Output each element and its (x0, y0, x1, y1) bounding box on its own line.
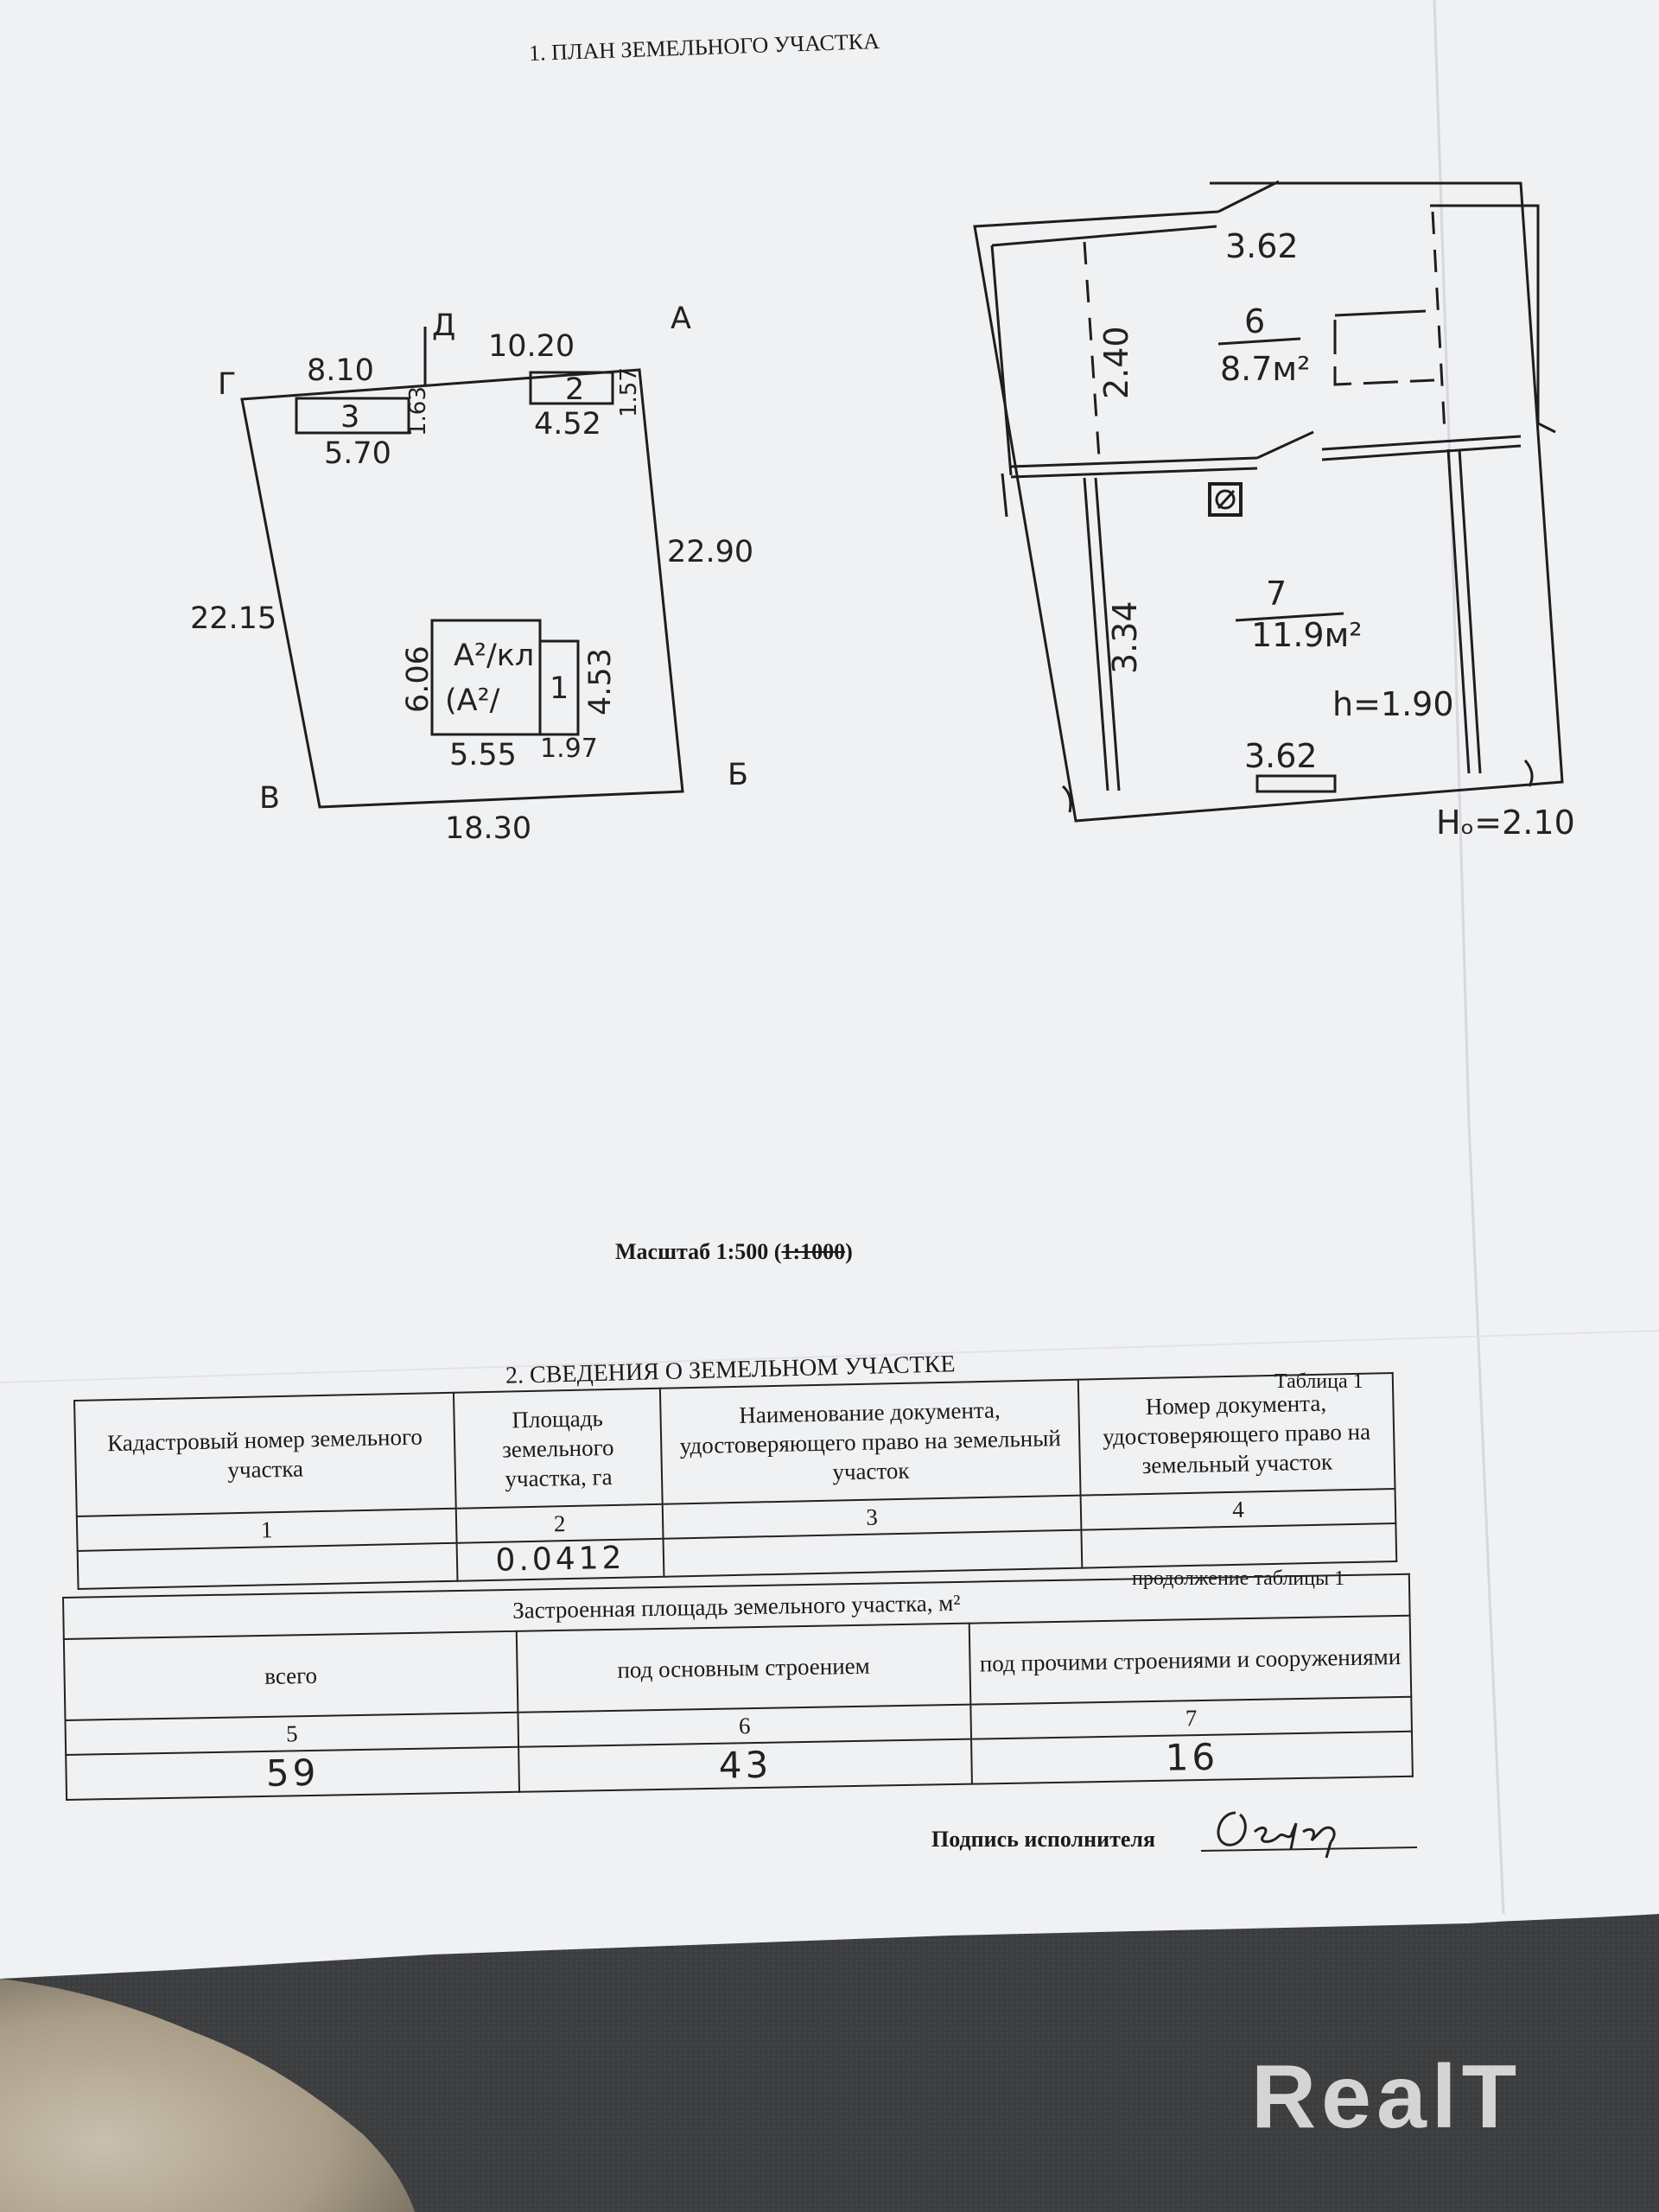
scale-struck: 1:1000 (781, 1239, 846, 1264)
corner-d: Д (432, 308, 455, 343)
building-2-width: 4.52 (534, 407, 601, 442)
header-main-building: под основным строением (516, 1623, 971, 1713)
main-building-label-bottom: (А²/ (445, 683, 500, 718)
building-3-width: 5.70 (324, 436, 391, 471)
scale-label: Масштаб 1:500 (1:1000) (615, 1239, 853, 1265)
scale-suffix: ) (845, 1239, 853, 1264)
room-7-height-dim: 3.34 (1106, 601, 1144, 674)
dim-top-left: 8.10 (307, 353, 374, 388)
corner-g: Г (218, 367, 236, 402)
dim-left: 22.15 (190, 601, 276, 636)
dim-bottom: 18.30 (445, 811, 531, 846)
building-3-height: 1.63 (405, 386, 431, 436)
main-height: 6.06 (401, 645, 435, 713)
room-6-area: 8.7м² (1220, 350, 1310, 388)
document-number-value (1081, 1522, 1397, 1568)
floor-top-width: 3.62 (1225, 227, 1299, 265)
land-info-table: Кадастровый номер земельного участка Пло… (73, 1372, 1397, 1590)
signature-label: Подпись исполнителя (931, 1827, 1156, 1852)
fleece-blanket (0, 1979, 415, 2212)
inner-height: h=1.90 (1332, 685, 1454, 723)
room-6-height-dim: 2.40 (1097, 326, 1135, 399)
building-2 (529, 371, 614, 405)
header-document-number: Номер документа, удостоверяющего право н… (1077, 1373, 1395, 1496)
partition-wall (1010, 435, 1522, 468)
extension-width: 1.97 (540, 734, 598, 764)
extension-height: 4.53 (583, 648, 618, 715)
cadastral-number-value (77, 1542, 458, 1589)
building-2-number: 2 (565, 372, 584, 407)
window (1255, 774, 1337, 793)
main-width: 5.55 (449, 738, 517, 772)
site-plan-labels: Д А Г В Б 8.10 10.20 22.90 22.15 18.30 3… (190, 302, 753, 846)
main-building-label-top: А²/кл (454, 639, 534, 673)
header-area: Площадь земельного участка, га (453, 1388, 663, 1509)
room-7-area: 11.9м² (1251, 616, 1363, 654)
header-total: всего (63, 1630, 518, 1720)
signature-mark (1201, 1811, 1418, 1859)
header-cadastral-number: Кадастровый номер земельного участка (74, 1392, 456, 1516)
col-num-2: 2 (455, 1503, 664, 1543)
extension-number: 1 (550, 671, 569, 706)
header-document-name: Наименование документа, удостоверяющего … (659, 1379, 1081, 1504)
corner-a: А (671, 302, 691, 336)
continuation-label: продолжение таблицы 1 (1132, 1567, 1345, 1590)
table-label: Таблица 1 (1274, 1370, 1363, 1393)
room-7-number: 7 (1266, 575, 1287, 613)
extension-building (538, 639, 580, 736)
main-building-area-value: 43 (518, 1738, 972, 1792)
other-buildings-area-value: 16 (971, 1731, 1413, 1784)
watermark-logo: RealT (1251, 2047, 1522, 2147)
site-boundary (240, 368, 684, 809)
dim-right: 22.90 (667, 535, 753, 569)
site-plan (240, 327, 684, 809)
floor-plan (973, 180, 1564, 823)
floor-bottom-width: 3.62 (1244, 737, 1318, 775)
built-area-table: Застроенная площадь земельного участка, … (62, 1573, 1414, 1801)
door-swing-mid (1256, 430, 1314, 460)
building-2-height: 1.57 (616, 367, 642, 417)
header-other-buildings: под прочими строениями и сооружениями (969, 1615, 1412, 1705)
stove-icon (1208, 482, 1243, 517)
dim-top-right: 10.20 (488, 329, 575, 364)
floor-plan-labels: 3.62 6 8.7м² 2.40 7 11.9м² 3.34 h=1.90 3… (1097, 227, 1575, 842)
corner-v: В (259, 781, 280, 816)
room-6-number: 6 (1244, 302, 1265, 340)
document-name-value (663, 1529, 1083, 1577)
door-swing-top (1217, 180, 1280, 213)
building-3-number: 3 (340, 400, 359, 435)
area-value: 0.0412 (456, 1538, 664, 1581)
outer-height: Hₒ=2.10 (1436, 804, 1575, 842)
total-area-value: 59 (66, 1746, 520, 1800)
corner-b: Б (728, 758, 748, 792)
scale-prefix: Масштаб 1:500 ( (615, 1239, 782, 1264)
building-3 (295, 397, 410, 435)
